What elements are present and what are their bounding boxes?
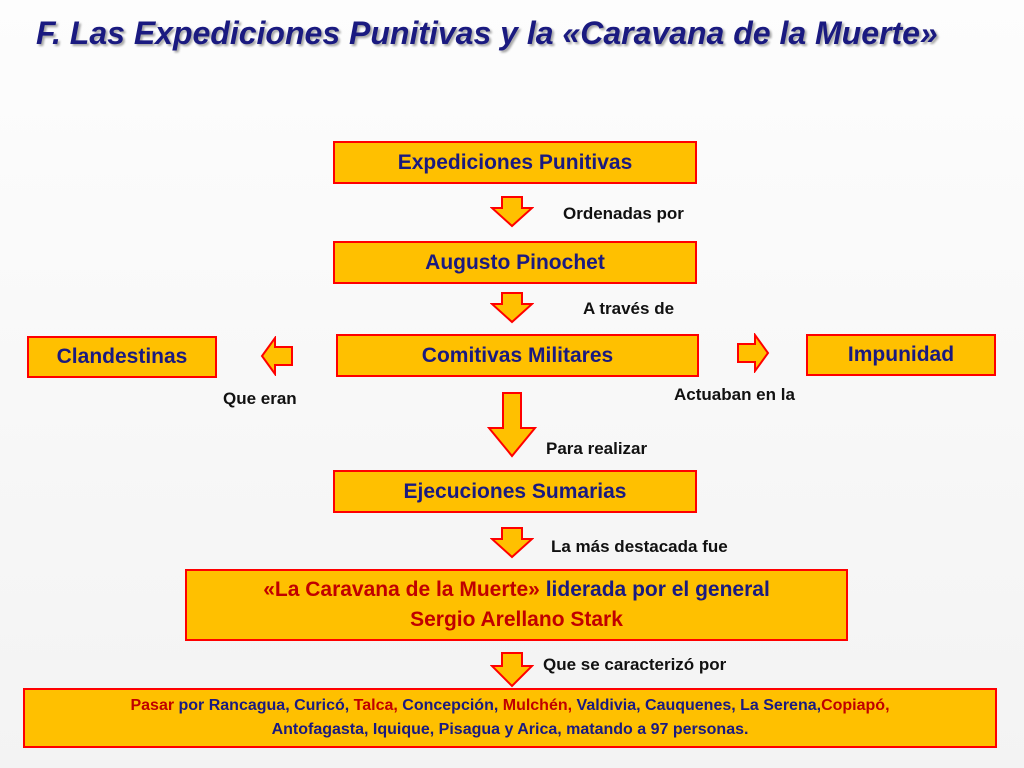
box-augusto-pinochet: Augusto Pinochet: [333, 241, 697, 284]
arrow-down-3-icon: [490, 527, 534, 559]
caravana-name: «La Caravana de la Muerte»: [263, 578, 540, 601]
arrow-down-1-icon: [490, 196, 534, 228]
label-que-se-caracterizo: Que se caracterizó por: [543, 655, 727, 674]
box-impunidad: Impunidad: [806, 334, 996, 376]
label-que-eran: Que eran: [223, 389, 297, 408]
recorrido-w4: Concepción,: [397, 697, 503, 714]
recorrido-w2: por Rancagua, Curicó,: [174, 697, 354, 714]
box-caravana-de-la-muerte: «La Caravana de la Muerte» liderada por …: [185, 569, 848, 641]
arrow-right-icon: [737, 333, 770, 373]
box-comitivas-militares: Comitivas Militares: [336, 334, 699, 377]
label-actuaban-en-la: Actuaban en la: [674, 385, 795, 404]
caravana-leader-text: liderada por el general: [539, 578, 770, 601]
box-comitivas-label: Comitivas Militares: [421, 343, 614, 367]
box-ejecuciones-label: Ejecuciones Sumarias: [403, 479, 627, 503]
box-recorrido: Pasar por Rancagua, Curicó, Talca, Conce…: [23, 688, 997, 748]
recorrido-w3: Talca,: [353, 697, 398, 714]
arrow-down-2-icon: [490, 292, 534, 324]
caravana-line-1: «La Caravana de la Muerte» liderada por …: [263, 575, 770, 605]
recorrido-w6: Valdivia, Cauquenes, La Serena,: [572, 697, 822, 714]
box-expediciones-label: Expediciones Punitivas: [397, 150, 633, 174]
label-a-traves-de: A través de: [583, 299, 675, 318]
recorrido-w7: Copiapó,: [821, 697, 890, 714]
arrow-down-4-icon: [490, 652, 534, 688]
box-pinochet-label: Augusto Pinochet: [425, 250, 605, 274]
box-expediciones-punitivas: Expediciones Punitivas: [333, 141, 697, 184]
arrow-left-icon: [260, 336, 293, 376]
box-clandestinas: Clandestinas: [27, 336, 217, 378]
recorrido-line-2: Antofagasta, Iquique, Pisagua y Arica, m…: [271, 721, 749, 738]
box-impunidad-label: Impunidad: [847, 343, 955, 366]
recorrido-line-1: Pasar por Rancagua, Curicó, Talca, Conce…: [130, 694, 889, 718]
caravana-line-2: Sergio Arellano Stark: [410, 608, 623, 631]
label-ordenadas-por: Ordenadas por: [563, 204, 684, 223]
label-la-mas-destacada: La más destacada fue: [551, 537, 728, 556]
slide-title: F. Las Expediciones Punitivas y la «Cara…: [36, 15, 938, 51]
label-para-realizar: Para realizar: [546, 439, 648, 458]
arrow-down-long-icon: [487, 392, 537, 458]
recorrido-w1: Pasar: [130, 697, 175, 714]
recorrido-w5: Mulchén,: [502, 697, 573, 714]
box-clandestinas-label: Clandestinas: [56, 345, 188, 368]
box-ejecuciones-sumarias: Ejecuciones Sumarias: [333, 470, 697, 513]
